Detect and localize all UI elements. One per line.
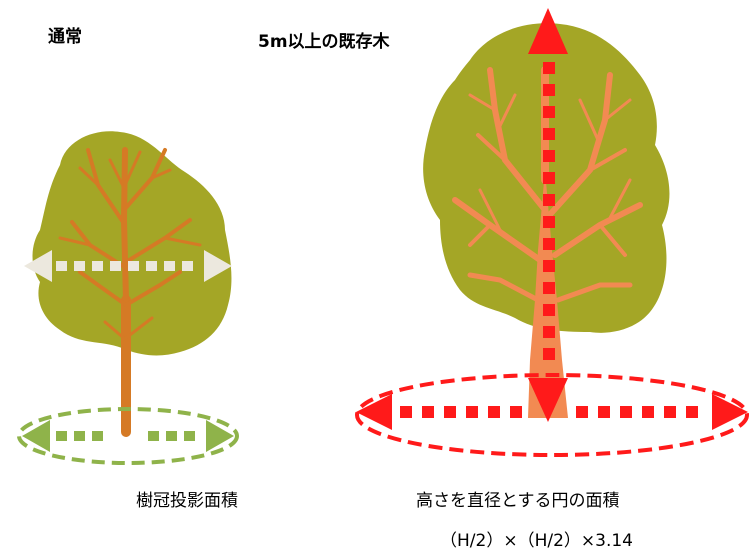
title-large-tree: 5m以上の既存木 [258,32,390,52]
normal-tree-trunk [58,147,202,437]
title-normal: 通常 [48,27,82,47]
area-formula: （H/2）×（H/2）×3.14 [440,531,633,551]
large-tree [355,8,749,457]
caption-crown-projection-area: 樹冠投影面積 [136,491,238,511]
height-circle-ellipse [355,373,749,457]
caption-height-diameter-area: 高さを直径とする円の面積 [416,491,620,511]
normal-tree-canopy [32,131,232,356]
crown-projection-ellipse [17,407,239,465]
normal-tree [17,131,239,465]
height-diameter-arrow [356,394,748,430]
crown-width-arrow [24,250,232,282]
crown-projection-arrow [22,420,234,452]
tree-height-arrow [528,8,568,422]
large-tree-branches [452,66,643,303]
